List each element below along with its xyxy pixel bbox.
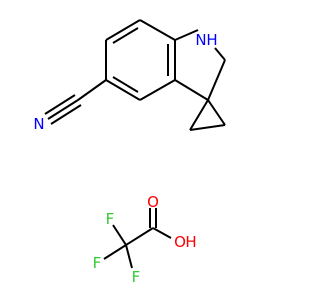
bond-cf3-c	[125, 227, 154, 246]
bond-cyclopropane	[189, 124, 226, 131]
atom-label-hydroxyl-h: H	[185, 233, 196, 251]
atom-label-f-top: F	[106, 210, 115, 228]
bond-n-ch2	[214, 47, 226, 61]
bond-aromatic-inner	[112, 76, 139, 93]
bond-ch2-ch	[207, 59, 226, 101]
atom-label-nh-n: N	[195, 31, 206, 49]
bond-aromatic-inner	[112, 27, 139, 44]
atom-label-f-bottom: F	[132, 268, 141, 286]
atom-label-carbonyl-o: O	[147, 193, 159, 211]
bond-cyclopropane	[207, 99, 226, 126]
bond-aromatic	[139, 19, 176, 41]
chemical-structure-drawing: N H N O O H F F F	[33, 19, 226, 286]
bond-triple	[50, 104, 82, 125]
bond-cyclopropane	[189, 99, 209, 131]
bond-ring-cn	[77, 79, 107, 101]
bond-c-f	[112, 224, 127, 246]
bond-triple	[44, 94, 76, 115]
bond-aromatic	[139, 79, 176, 101]
atom-label-f-left: F	[93, 254, 102, 272]
bond-c-oh	[152, 227, 172, 239]
atom-label-hydroxyl-o: O	[174, 233, 186, 251]
atom-label-nh-h: H	[206, 31, 217, 49]
bond-c-f	[125, 244, 133, 269]
bond-c-f	[103, 244, 127, 260]
structure-canvas: N H N O O H F F F	[33, 19, 226, 286]
bond-aromatic	[105, 79, 141, 101]
bond-ch-c	[174, 79, 209, 101]
bond-triple	[47, 99, 79, 120]
atom-label-nitrile-n: N	[33, 115, 44, 133]
bond-c-n	[174, 29, 199, 41]
bond-aromatic	[105, 19, 141, 41]
